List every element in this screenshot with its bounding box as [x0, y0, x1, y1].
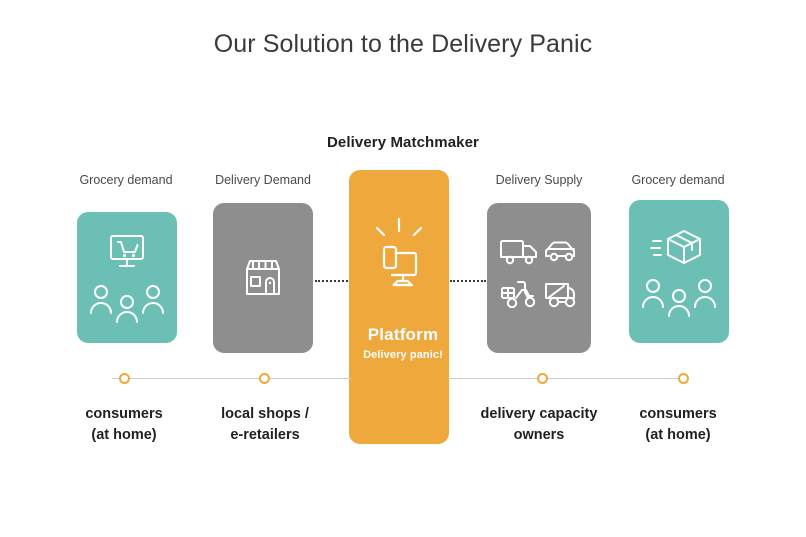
caption-line-2: (at home) [645, 427, 711, 444]
section-title: Delivery Matchmaker [327, 134, 479, 151]
truck-icon [500, 240, 537, 265]
timeline-right-segment [448, 378, 686, 379]
card-delivery-demand[interactable] [213, 203, 313, 353]
caption-consumers-right: consumers (at home) [612, 404, 744, 446]
caption-delivery-capacity-owners: delivery capacity owners [462, 404, 616, 446]
column-header-grocery-demand-left: Grocery demand [79, 173, 173, 187]
timeline-node-consumers-right[interactable] [678, 373, 689, 384]
storefront-icon [246, 260, 280, 295]
card-delivery-supply[interactable] [487, 203, 591, 353]
caption-local-shops: local shops / e-retailers [197, 404, 333, 446]
card-grocery-demand-right[interactable] [629, 200, 729, 343]
package-motion-icon [650, 229, 701, 264]
timeline-node-local-shops[interactable] [259, 373, 270, 384]
caption-consumers-left: consumers (at home) [58, 404, 190, 446]
timeline-node-delivery-capacity[interactable] [537, 373, 548, 384]
platform-title: Platform [367, 325, 439, 344]
caption-line-1: local shops / [221, 406, 309, 422]
connector-demand-to-platform [315, 280, 348, 282]
caption-line-2: (at home) [91, 427, 157, 444]
platform-icon-wrapper [349, 215, 449, 295]
three-people-icon [90, 284, 164, 323]
card-grocery-demand-left[interactable] [77, 212, 177, 343]
column-header-grocery-demand-right: Grocery demand [631, 173, 725, 187]
delivery-van-icon [545, 283, 576, 308]
card-icons-delivery-supply [487, 203, 591, 353]
scooter-icon [501, 281, 536, 309]
three-people-icon [642, 278, 716, 317]
connector-platform-to-supply [450, 280, 486, 282]
car-icon [545, 241, 575, 262]
caption-line-1: consumers [639, 406, 717, 422]
caption-line-1: consumers [85, 406, 163, 422]
card-icons-grocery-demand-left [77, 212, 177, 343]
column-header-delivery-demand: Delivery Demand [215, 173, 311, 187]
monitor-cart-icon [110, 234, 144, 267]
page-title: Our Solution to the Delivery Panic [213, 30, 593, 58]
platform-subtitle: Delivery panic! [363, 349, 443, 361]
caption-line-2: e-retailers [230, 427, 300, 444]
caption-line-1: delivery capacity [480, 406, 598, 422]
monitor-phone-shine-icon [375, 217, 423, 287]
card-icons-grocery-demand-right [629, 200, 729, 343]
column-header-delivery-supply: Delivery Supply [495, 173, 583, 187]
card-icons-delivery-demand [213, 203, 313, 353]
caption-line-2: owners [513, 427, 565, 444]
card-platform[interactable] [349, 170, 449, 444]
vehicle-icon-grid [500, 240, 576, 309]
timeline-node-consumers-left[interactable] [119, 373, 130, 384]
timeline-left-segment [112, 378, 351, 379]
